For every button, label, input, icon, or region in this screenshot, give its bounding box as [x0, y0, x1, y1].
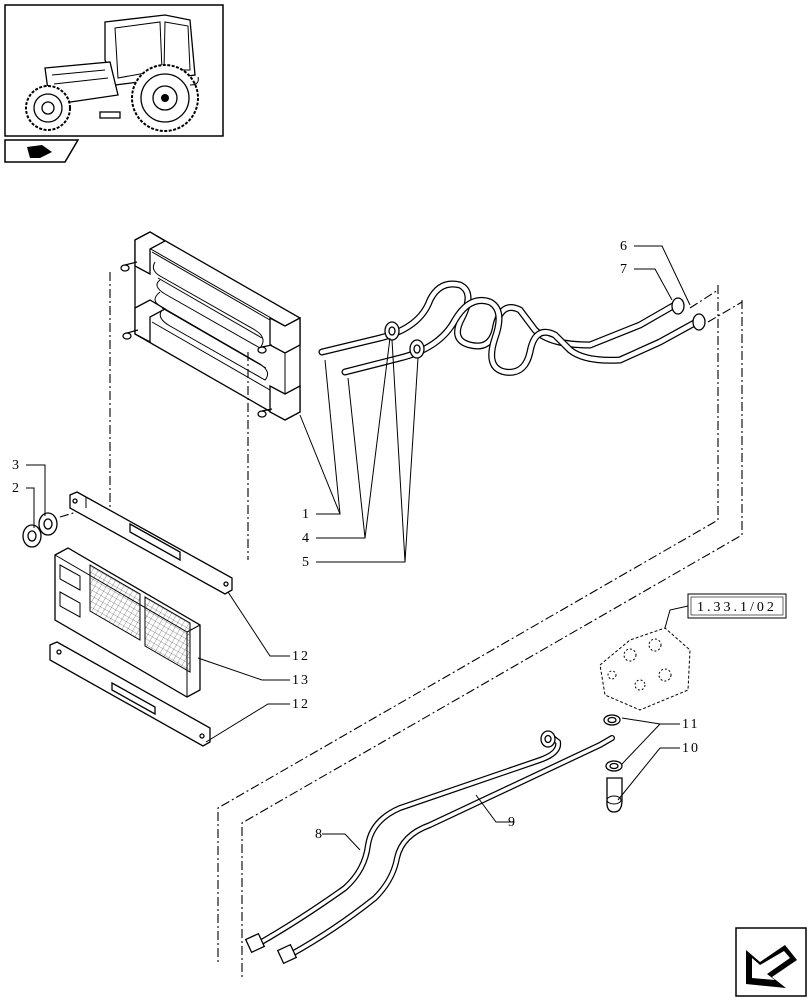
callout-6: 6: [620, 239, 629, 254]
next-page-arrow-icon[interactable]: [735, 927, 807, 997]
tractor-thumbnail-icon[interactable]: [4, 4, 224, 137]
mounting-bracket-lower: [49, 641, 211, 747]
oil-cooler: [120, 231, 301, 421]
callout-13: 13: [292, 673, 310, 688]
lower-hydraulic-pipes: [244, 730, 615, 965]
guide-lines-pipes: [217, 285, 743, 978]
callout-12-upper: 12: [292, 649, 310, 664]
upper-hydraulic-pipes: [318, 280, 706, 376]
section-tab-icon[interactable]: [4, 139, 80, 163]
filter-screen: [54, 547, 201, 698]
callout-12-lower: 12: [292, 697, 310, 712]
callout-2: 2: [12, 481, 21, 496]
callout-7: 7: [620, 262, 629, 277]
reference-box[interactable]: 1.33.1/02: [664, 593, 787, 629]
washers-nuts: [22, 512, 58, 548]
callout-4: 4: [302, 531, 311, 546]
callout-5: 5: [302, 555, 311, 570]
callout-8: 8: [315, 827, 324, 842]
leader-lines: [26, 245, 691, 851]
callout-9: 9: [508, 815, 517, 830]
mounting-bracket-upper: [69, 491, 233, 595]
callout-10: 10: [682, 741, 700, 756]
callout-11: 11: [682, 717, 699, 732]
control-valve-block: [599, 627, 691, 711]
reference-box-label[interactable]: 1.33.1/02: [697, 600, 777, 615]
callout-1: 1: [302, 507, 311, 522]
adapter-and-seals: [603, 714, 623, 813]
callout-3: 3: [12, 458, 21, 473]
callouts: 3 2 1 4 5 6 7 12 13 12 11 10 9 8: [12, 239, 700, 842]
